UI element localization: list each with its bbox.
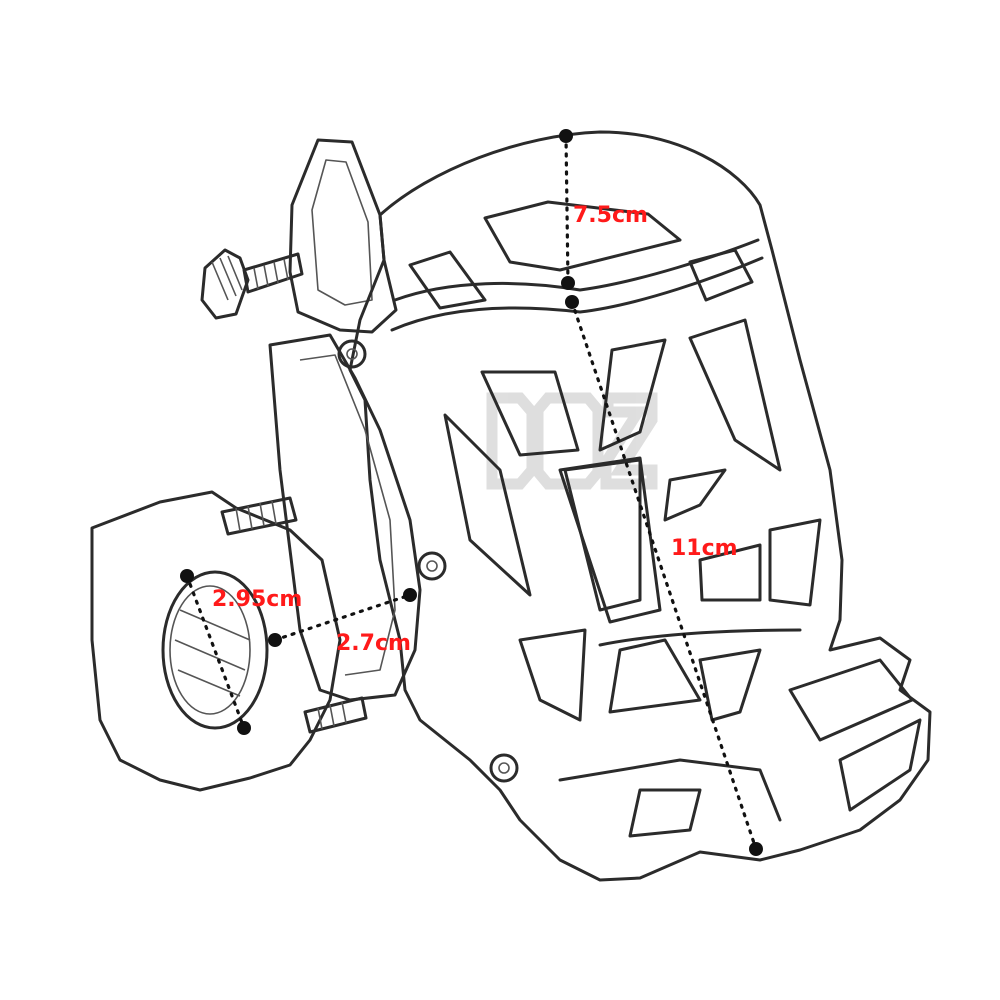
dimension-clamp-diameter: [180, 569, 251, 735]
cup-height-label: 11cm: [671, 536, 738, 561]
thumb-screw: [200, 248, 304, 320]
clamp-diameter-label: 2.95cm: [212, 587, 302, 612]
cup-holder-cage: [348, 130, 932, 882]
bolt-icon: [337, 339, 519, 783]
arm-block: [268, 333, 422, 702]
mounting-plate: [288, 138, 398, 334]
handlebar-clamp: [90, 490, 368, 792]
dimension-cup-width: [559, 129, 575, 290]
dimension-clamp-offset: [268, 588, 417, 647]
clamp-offset-label: 2.7cm: [336, 631, 411, 656]
brand-watermark: [486, 392, 658, 490]
cup-width-label: 7.5cm: [573, 203, 648, 228]
dimension-cup-height: [565, 295, 763, 856]
